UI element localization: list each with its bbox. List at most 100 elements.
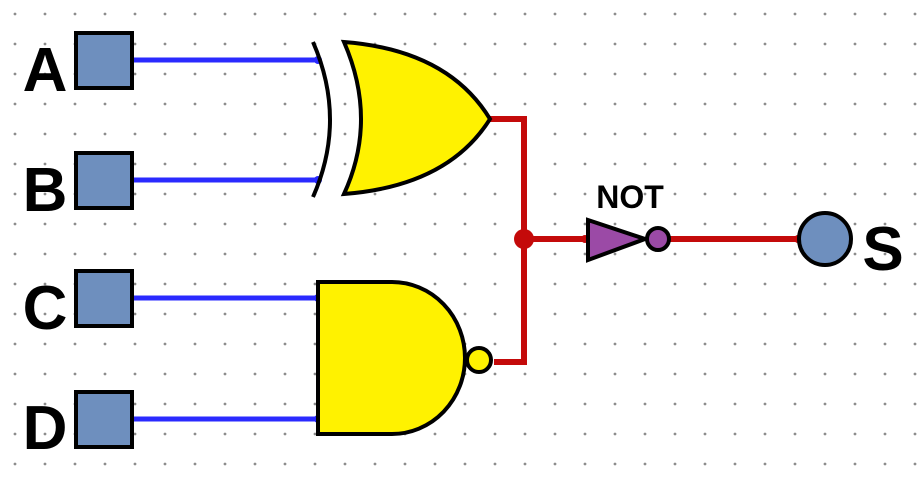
grid-dot [763, 42, 767, 46]
grid-dot [733, 252, 737, 256]
grid-dot [223, 462, 227, 466]
grid-dot [13, 102, 17, 106]
grid-dot [583, 222, 587, 226]
grid-dot [793, 222, 797, 226]
grid-dot [43, 432, 47, 436]
grid-dot [793, 282, 797, 286]
grid-dot [493, 192, 497, 196]
grid-dot [613, 102, 617, 106]
output-pin-s[interactable]: S [797, 211, 904, 284]
grid-dot [13, 222, 17, 226]
grid-dot [643, 102, 647, 106]
grid-dot [853, 432, 857, 436]
grid-dot [583, 312, 587, 316]
grid-dot [703, 252, 707, 256]
grid-dot [463, 402, 467, 406]
input-square-d[interactable] [74, 390, 134, 449]
grid-dot [433, 12, 437, 16]
grid-dot [163, 252, 167, 256]
grid-dot [583, 12, 587, 16]
grid-dot [703, 432, 707, 436]
grid-dot [913, 462, 917, 466]
grid-dot [583, 252, 587, 256]
grid-dot [733, 342, 737, 346]
grid-dot [883, 402, 887, 406]
grid-dot [553, 192, 557, 196]
grid-dot [163, 342, 167, 346]
grid-dot [673, 402, 677, 406]
grid-dot [913, 72, 917, 76]
grid-dot [613, 432, 617, 436]
grid-dot [283, 432, 287, 436]
grid-dot [253, 162, 257, 166]
grid-dot [253, 132, 257, 136]
grid-dot [433, 282, 437, 286]
grid-dot [73, 462, 77, 466]
grid-dot [253, 432, 257, 436]
grid-dot [673, 102, 677, 106]
grid-dot [193, 402, 197, 406]
grid-dot [703, 462, 707, 466]
grid-dot [43, 102, 47, 106]
grid-dot [553, 372, 557, 376]
input-square-b[interactable] [74, 151, 134, 210]
grid-dot [343, 72, 347, 76]
input-square-a[interactable] [74, 31, 134, 90]
grid-dot [463, 72, 467, 76]
grid-dot [853, 252, 857, 256]
grid-dot [13, 162, 17, 166]
grid-dot [883, 42, 887, 46]
grid-dot [853, 222, 857, 226]
grid-dot [583, 72, 587, 76]
grid-dot [643, 282, 647, 286]
grid-dot [493, 312, 497, 316]
grid-dot [313, 162, 317, 166]
grid-dot [523, 462, 527, 466]
grid-dot [643, 222, 647, 226]
grid-dot [193, 372, 197, 376]
grid-dot [403, 12, 407, 16]
input-pin-c[interactable]: C [23, 269, 134, 343]
grid-dot [283, 312, 287, 316]
grid-dot [283, 102, 287, 106]
grid-dot [673, 282, 677, 286]
grid-dot [463, 312, 467, 316]
grid-dot [253, 192, 257, 196]
grid-dot [283, 132, 287, 136]
grid-dot [73, 222, 77, 226]
grid-dot [613, 162, 617, 166]
grid-dot [613, 282, 617, 286]
grid-dot [553, 162, 557, 166]
grid-dot [43, 12, 47, 16]
grid-dot [823, 42, 827, 46]
grid-dot [553, 132, 557, 136]
input-pin-d[interactable]: D [23, 390, 134, 463]
grid-dot [883, 222, 887, 226]
grid-dot [13, 432, 17, 436]
input-pin-a[interactable]: A [23, 31, 134, 105]
grid-dot [193, 72, 197, 76]
grid-dot [373, 12, 377, 16]
grid-dot [193, 42, 197, 46]
grid-dot [643, 432, 647, 436]
grid-dot [733, 462, 737, 466]
grid-dot [193, 162, 197, 166]
grid-dot [373, 252, 377, 256]
grid-dot [283, 342, 287, 346]
grid-dot [673, 312, 677, 316]
input-square-c[interactable] [74, 269, 134, 328]
grid-dot [463, 252, 467, 256]
grid-dot [313, 462, 317, 466]
grid-dot [253, 12, 257, 16]
grid-dot [163, 312, 167, 316]
grid-dot [13, 462, 17, 466]
grid-dot [643, 132, 647, 136]
output-circle-s[interactable] [797, 211, 853, 267]
grid-dot [583, 102, 587, 106]
grid-dot [13, 372, 17, 376]
grid-dot [733, 402, 737, 406]
nand-gate [316, 280, 493, 436]
grid-dot [193, 282, 197, 286]
grid-dot [793, 432, 797, 436]
input-pin-b[interactable]: B [23, 151, 134, 225]
